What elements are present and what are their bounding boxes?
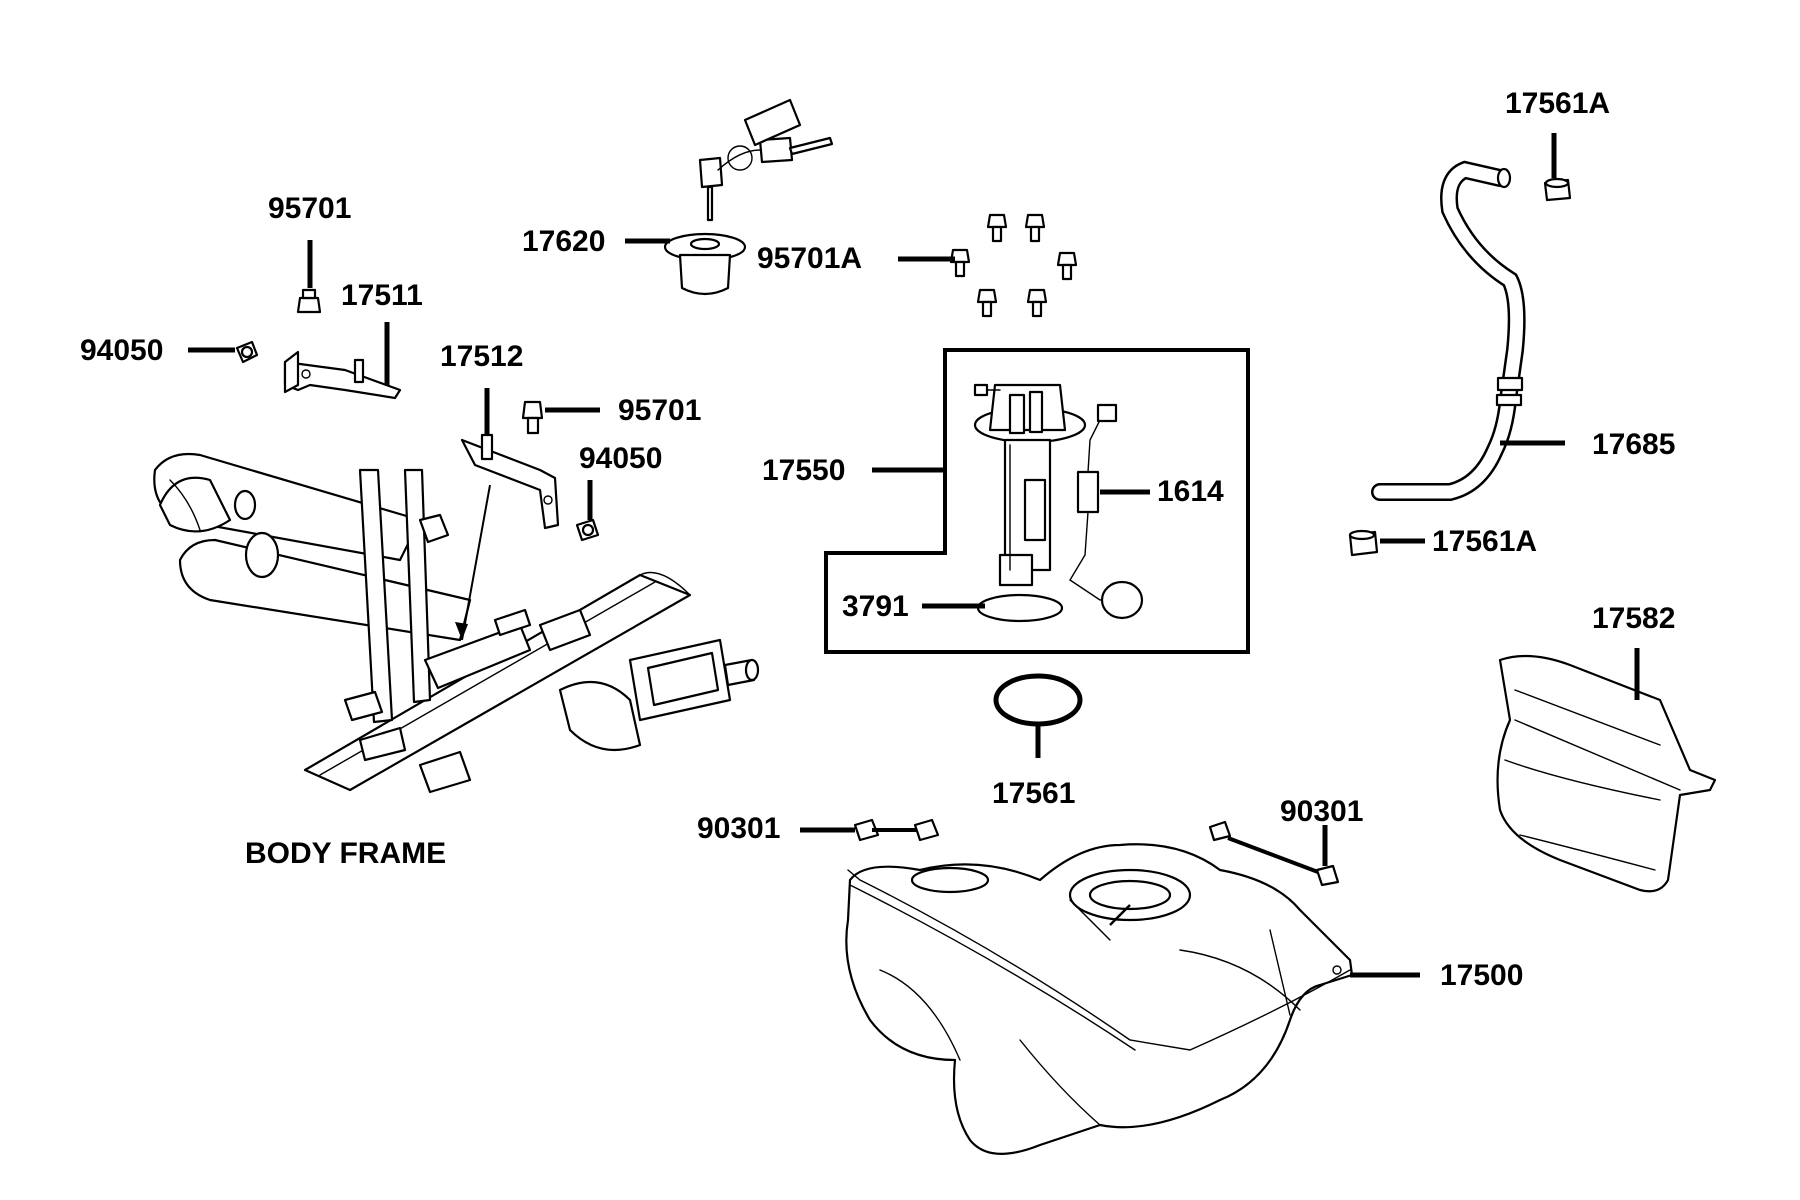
callout-17685: 17685 (1592, 428, 1675, 461)
callout-90301-right: 90301 (1280, 795, 1363, 828)
callout-95701-left: 95701 (268, 192, 351, 225)
callout-95701-mid: 95701 (618, 394, 701, 427)
callout-17500: 17500 (1440, 959, 1523, 992)
caption-body-frame: BODY FRAME (245, 837, 446, 870)
callout-3791: 3791 (842, 590, 909, 623)
heat-shield-17582 (1496, 654, 1717, 893)
callout-94050-mid: 94050 (579, 442, 662, 475)
clamp-17561A-bottom (1348, 529, 1379, 557)
leader-lines (188, 133, 1640, 978)
o-ring-17561 (993, 673, 1083, 727)
callout-17582: 17582 (1592, 602, 1675, 635)
clamp-17561A-top (1543, 177, 1572, 202)
nut-94050-left (235, 340, 259, 364)
callout-17561A-bottom: 17561A (1432, 525, 1537, 558)
callout-17561: 17561 (992, 777, 1075, 810)
callout-17561A-top: 17561A (1505, 87, 1610, 120)
callout-1614: 1614 (1157, 475, 1224, 508)
nut-90301-left (853, 818, 940, 842)
callout-90301-left: 90301 (697, 812, 780, 845)
bracket-17512 (460, 433, 560, 530)
nut-94050-mid (575, 518, 600, 542)
callout-17550: 17550 (762, 454, 845, 487)
bolts-95701A (949, 213, 1078, 318)
bracket-17511 (283, 350, 402, 400)
nut-90301-right (1208, 820, 1340, 887)
fuel-level-sender-1614 (1069, 403, 1144, 620)
callout-94050-left: 94050 (80, 334, 163, 367)
bolt-95701-mid (521, 400, 544, 435)
callout-95701A: 95701A (757, 242, 862, 275)
fuel-cap-17620 (663, 98, 834, 296)
callout-17511: 17511 (341, 279, 423, 312)
callout-17620: 17620 (522, 225, 605, 258)
hose-17685 (1371, 160, 1526, 501)
fuel-pump-17550 (973, 383, 1087, 623)
body-frame-drawing (153, 452, 760, 794)
callout-17512: 17512 (440, 340, 523, 373)
fuel-tank-17500 (845, 843, 1354, 1155)
fuel-pump-assembly-box (824, 348, 1250, 654)
bolt-95701-left (296, 288, 322, 314)
